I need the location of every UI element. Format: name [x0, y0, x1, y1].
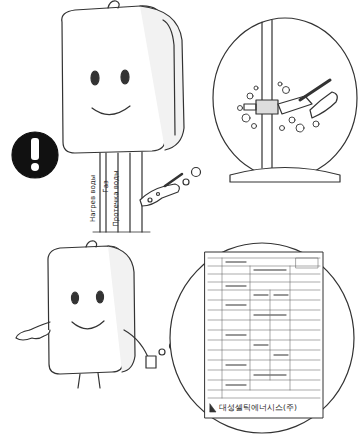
nameplate-callout: [159, 243, 354, 433]
water-heater-top: [62, 1, 184, 232]
warning-icon: [12, 132, 58, 178]
pipe-label: Нагрев воды: [90, 174, 97, 221]
leak-check-callout: [183, 18, 357, 185]
pipe-label: Протечка воды: [113, 170, 120, 226]
pipe-label: Газ: [103, 180, 110, 192]
maker-name: 대성셀틱에너시스(주): [219, 404, 297, 412]
water-heater-bottom: [16, 241, 156, 388]
